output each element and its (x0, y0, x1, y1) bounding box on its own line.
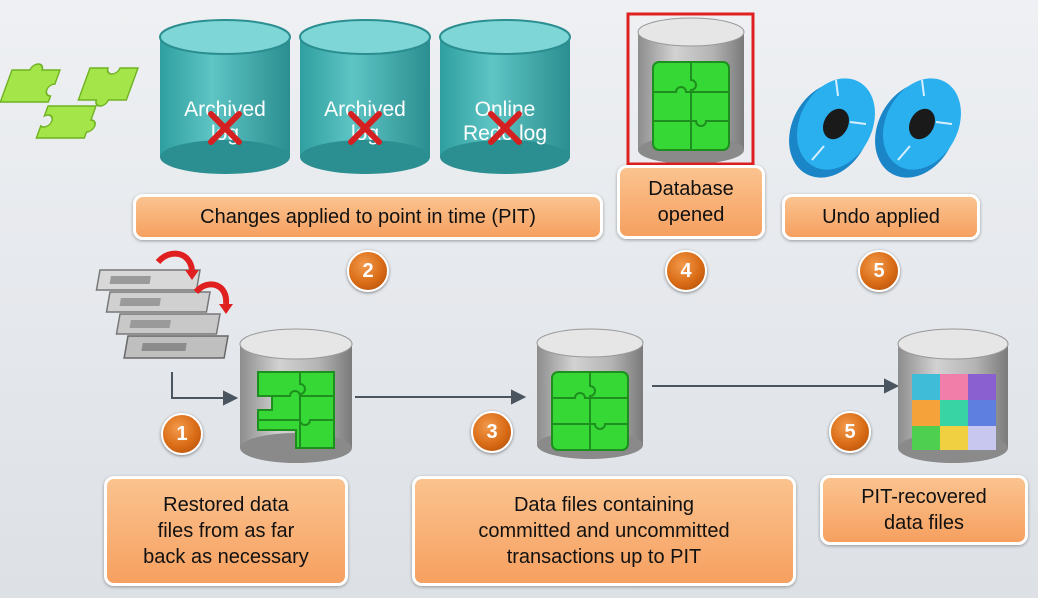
database-icon (239, 328, 353, 463)
database-highlight-frame (626, 12, 755, 166)
restored-data-files-label: Restored data files from as far back as … (104, 476, 348, 586)
pit-recovered-label: PIT-recovered data files (820, 475, 1028, 545)
pit-recovered-line2: data files (883, 512, 965, 534)
database-opened-line1: Database (648, 178, 734, 200)
data-files-line1: Data files containing (513, 494, 695, 516)
changes-applied-text: Changes applied to point in time (PIT) (200, 206, 536, 228)
step-badge-5: 5 (829, 411, 871, 453)
puzzle-pieces-icon (0, 63, 140, 139)
database-opened-line2: opened (657, 204, 725, 226)
archived-log-label-line1: Archived (184, 98, 266, 121)
red-x-icon (488, 111, 522, 145)
step-badge-3: 3 (471, 411, 513, 453)
archived-log-cylinder-icon (299, 19, 431, 174)
database-icon (637, 17, 745, 164)
undo-applied-label: Undo applied (782, 194, 980, 240)
restored-line1: Restored data (163, 494, 289, 516)
pit-recovered-line1: PIT-recovered (861, 486, 987, 508)
restored-line2: files from as far (157, 520, 295, 542)
data-files-label: Data files containing committed and unco… (412, 476, 796, 586)
tape-backup-icon (95, 250, 233, 359)
online-redo-log-cylinder-icon (439, 19, 571, 174)
archived-log-cylinder-icon (159, 19, 291, 174)
red-x-icon (348, 111, 382, 145)
changes-applied-label: Changes applied to point in time (PIT) (133, 194, 603, 240)
database-icon (897, 328, 1009, 463)
step-badge-4: 4 (665, 250, 707, 292)
online-redo-log-label-line2: Redo log (462, 122, 548, 145)
step-badge-1: 1 (161, 413, 203, 455)
data-files-line3: transactions up to PIT (506, 546, 702, 568)
restored-line3: back as necessary (143, 546, 309, 568)
archived-log-label-line1: Archived (324, 98, 406, 121)
database-opened-label: Database opened (617, 165, 765, 239)
step-badge-5: 5 (858, 250, 900, 292)
undo-applied-text: Undo applied (822, 206, 940, 228)
data-files-line2: committed and uncommitted (478, 520, 730, 542)
database-icon (536, 328, 644, 459)
step-badge-2: 2 (347, 250, 389, 292)
rotate-arrow-icon (155, 250, 230, 305)
red-x-icon (208, 111, 242, 145)
undo-disc-icon (875, 78, 961, 178)
undo-disc-icon (789, 78, 875, 178)
